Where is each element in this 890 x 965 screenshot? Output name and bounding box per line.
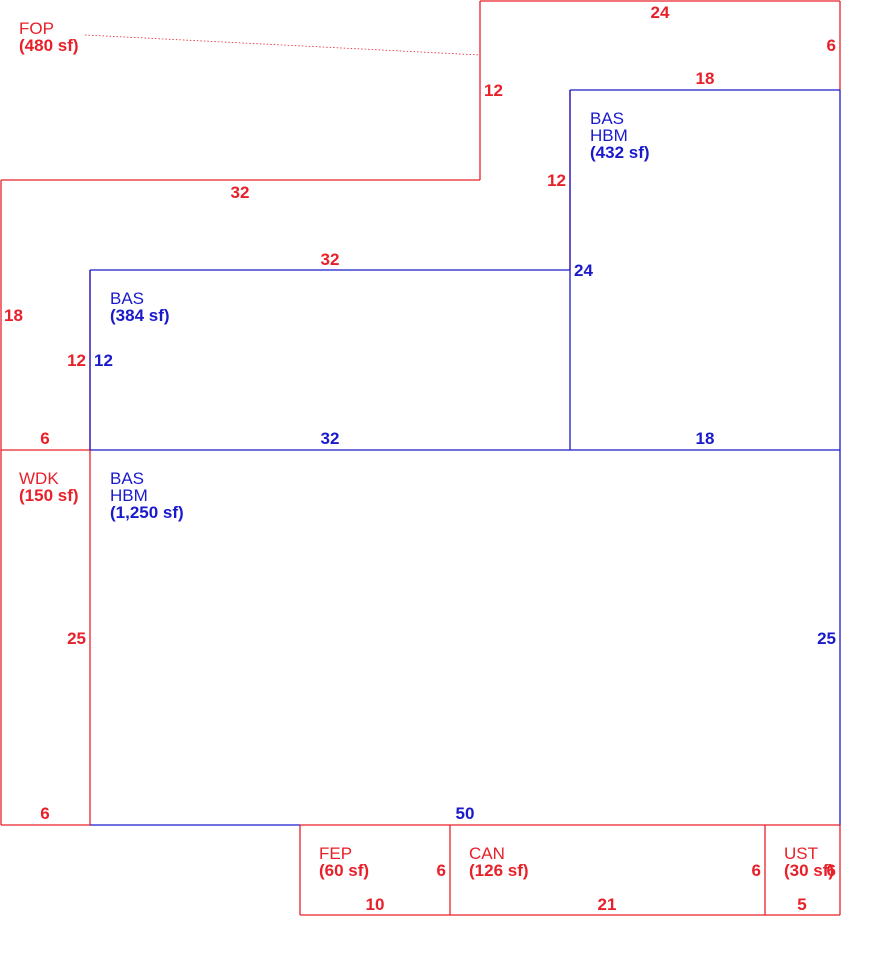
wdk-code: WDK (19, 469, 59, 488)
dim-bas-mid-bottom: 32 (321, 429, 340, 448)
fop-outline (0, 0, 841, 826)
dim-wdk-height: 25 (67, 629, 86, 648)
ust-area: (30 sf) (784, 861, 834, 880)
ust-code: UST (784, 844, 818, 863)
dim-fep-bottom: 10 (366, 895, 385, 914)
dim-fep-right: 6 (437, 861, 446, 880)
dim-ust-bottom: 5 (797, 895, 806, 914)
dim-ust-right: 6 (827, 861, 836, 880)
dim-wdk-bottom: 6 (40, 804, 49, 823)
dim-bas-upper-left-red: 12 (547, 171, 566, 190)
dim-bas-upper-left-blue: 24 (574, 261, 593, 280)
dim-wdk-top: 6 (40, 429, 49, 448)
bas-upper-code: BAS (590, 109, 624, 128)
bas-upper-code2: HBM (590, 126, 628, 145)
bas-main-code2: HBM (110, 486, 148, 505)
dim-main-bottom: 50 (456, 804, 475, 823)
dim-fop-inner-vert: 12 (484, 81, 503, 100)
wdk-area: (150 sf) (19, 486, 79, 505)
fep-code: FEP (319, 844, 352, 863)
dim-fop-left-top: 32 (231, 183, 250, 202)
can-area: (126 sf) (469, 861, 529, 880)
bas-main-code: BAS (110, 469, 144, 488)
fep-area: (60 sf) (319, 861, 369, 880)
can-code: CAN (469, 844, 505, 863)
dim-can-bottom: 21 (598, 895, 617, 914)
lower-rooms-outline (299, 824, 841, 916)
dim-bas-mid-left-red: 12 (67, 351, 86, 370)
bas-outline (89, 89, 841, 826)
dim-bas-mid-top: 32 (321, 250, 340, 269)
dim-fop-top: 24 (651, 3, 670, 22)
fop-code: FOP (19, 19, 54, 38)
dim-bas-mid-left-blue: 12 (94, 351, 113, 370)
dim-bas-upper-bottom: 18 (696, 429, 715, 448)
bas-mid-code: BAS (110, 289, 144, 308)
fop-area: (480 sf) (19, 36, 79, 55)
bas-mid-area: (384 sf) (110, 306, 170, 325)
dim-can-right: 6 (752, 861, 761, 880)
bas-upper-area: (432 sf) (590, 143, 650, 162)
bas-main-area: (1,250 sf) (110, 503, 184, 522)
dim-fop-right: 6 (827, 36, 836, 55)
dim-fop-left: 18 (4, 306, 23, 325)
dim-bas-upper-top: 18 (696, 69, 715, 88)
dim-main-right: 25 (817, 629, 836, 648)
